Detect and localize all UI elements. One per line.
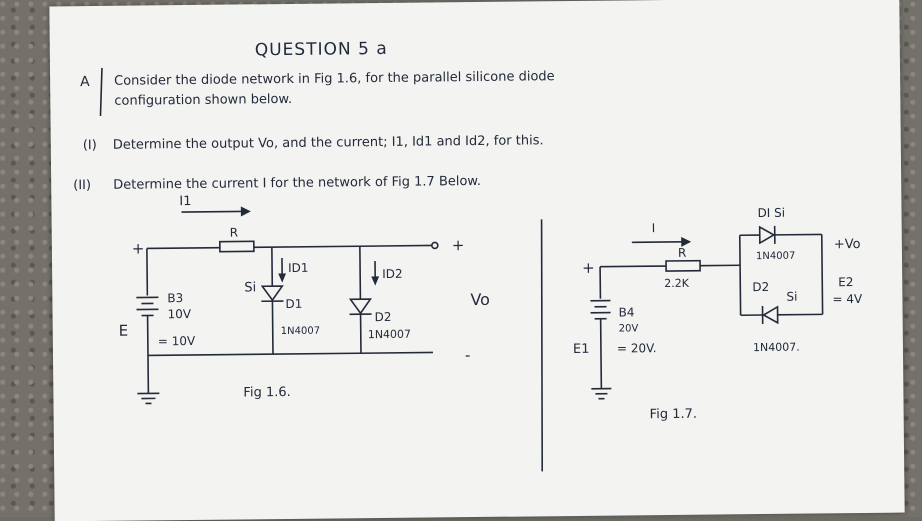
fig16-id2-label: ID2 <box>382 267 403 281</box>
fig16-d1-name: D1 <box>285 297 302 311</box>
fig17-vo-label: +Vo <box>834 237 861 252</box>
fig17-plus-left: + <box>582 259 595 277</box>
fig16-id1-label: ID1 <box>288 261 309 275</box>
figure-1-7: I R 2.2K + B4 20V E1 = 20V. <box>571 205 864 423</box>
fig16-output-terminal <box>432 242 438 248</box>
fig16-resistor-label: R <box>230 226 238 240</box>
circuit-diagrams: I1 R + + B3 10V E = 10V - <box>49 0 904 521</box>
fig16-minus-right: - <box>465 346 471 364</box>
fig16-d2-name: D2 <box>375 310 392 324</box>
fig17-resistor-value: 2.2K <box>664 277 690 290</box>
fig16-si-label: Si <box>244 280 256 295</box>
figure-1-6: I1 R + + B3 10V E = 10V - <box>117 191 491 404</box>
fig17-e2-value: = 4V <box>832 292 863 306</box>
fig16-plus-left: + <box>132 239 145 257</box>
fig17-diode-d1 <box>760 227 774 243</box>
fig16-diode-d1 <box>262 286 282 300</box>
fig16-caption: Fig 1.6. <box>243 385 290 400</box>
fig17-d2-part: 1N4007. <box>753 341 800 354</box>
fig17-battery-name: B4 <box>618 305 634 319</box>
fig17-resistor-label: R <box>678 246 686 260</box>
fig16-vo-label: Vo <box>470 290 490 309</box>
worksheet-paper: QUESTION 5 a A Consider the diode networ… <box>49 0 904 521</box>
fig16-source-letter: E <box>119 322 129 340</box>
fig16-d2-part: 1N4007 <box>368 328 411 341</box>
fig17-resistor <box>666 261 700 271</box>
fig17-d1-label: DI Si <box>757 206 785 220</box>
fig16-d1-part: 1N4007 <box>281 326 320 337</box>
margin-bar <box>100 68 103 116</box>
fig17-source-letter: E1 <box>573 342 590 357</box>
fig17-current-i: I <box>652 221 656 235</box>
fig17-source-value: = 20V. <box>617 341 657 355</box>
fig16-resistor <box>220 241 254 251</box>
fig16-diode-d2 <box>350 299 370 313</box>
fig16-battery-volts: 10V <box>167 307 191 321</box>
fig17-battery-volts: 20V <box>619 323 639 334</box>
fig17-diode-d2 <box>764 307 778 323</box>
fig17-d2-label: D2 <box>752 280 769 294</box>
fig17-si-label: Si <box>786 290 797 304</box>
fig17-e2-label: E2 <box>838 275 853 289</box>
fig17-d1-part: 1N4007 <box>756 251 795 262</box>
fig16-battery-name: B3 <box>167 291 183 305</box>
fig16-plus-right: + <box>452 236 465 254</box>
figure-separator <box>540 219 545 471</box>
fig17-caption: Fig 1.7. <box>650 407 697 422</box>
fig16-source-value: = 10V <box>158 334 196 348</box>
fig16-current-i1: I1 <box>179 194 191 209</box>
